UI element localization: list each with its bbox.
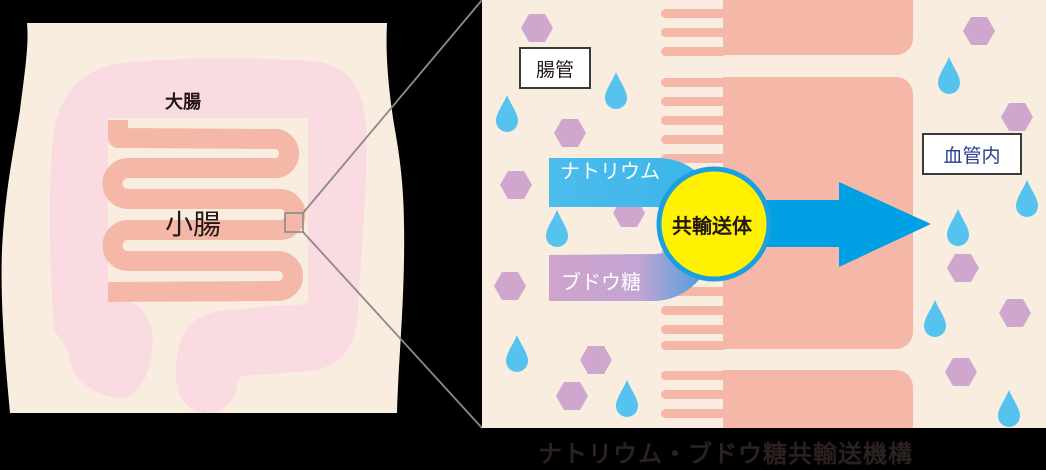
figure-caption: ナトリウム・ブドウ糖共輸送機構 xyxy=(538,440,913,468)
cotransporter xyxy=(656,166,772,282)
zoom-indicator-box xyxy=(284,212,304,233)
zoom-line-bottom xyxy=(302,231,483,429)
small-intestine xyxy=(102,120,306,302)
transport-arrow xyxy=(760,182,931,267)
abdomen-illustration xyxy=(1,0,483,429)
glucose-label: ブドウ糖 xyxy=(561,270,641,294)
lumen-label: 腸管 xyxy=(519,47,591,89)
cotransporter-label: 共輸送体 xyxy=(672,214,752,238)
glucose-band xyxy=(549,230,712,301)
zoom-line-top xyxy=(302,0,483,214)
blood-vessel-label: 血管内 xyxy=(922,133,1022,175)
large-intestine xyxy=(49,58,367,414)
sodium-label: ナトリウム xyxy=(560,159,660,183)
small-intestine-label: 小腸 xyxy=(165,208,222,241)
large-intestine-label: 大腸 xyxy=(165,92,201,113)
